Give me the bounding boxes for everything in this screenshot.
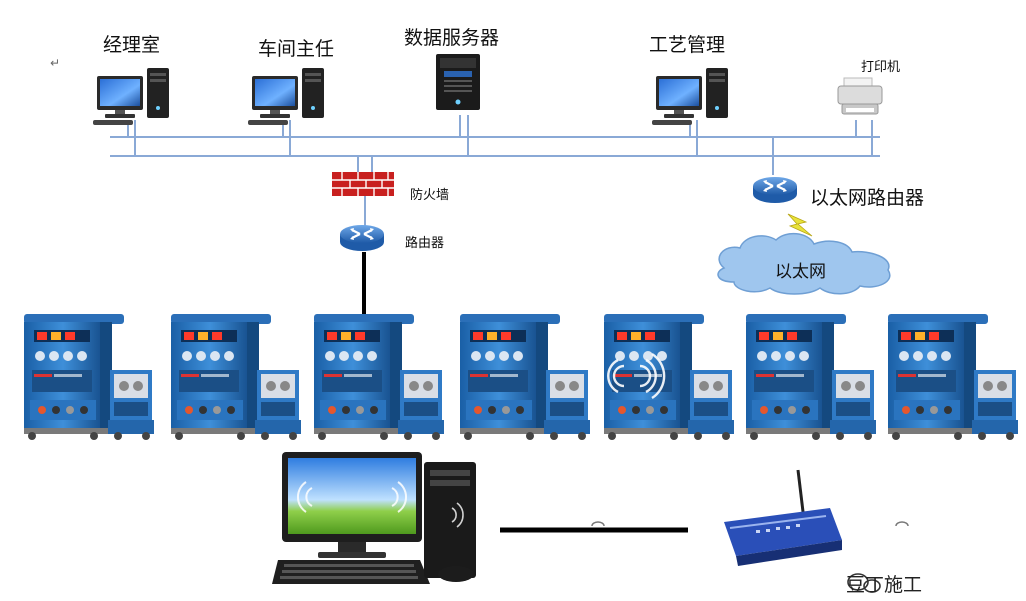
- lan-bus: [110, 115, 880, 175]
- firewall: [332, 172, 394, 196]
- ethernet-cloud-label: 以太网: [775, 262, 826, 282]
- welder-machine: [314, 314, 444, 440]
- signal-arc-icon: [895, 521, 909, 527]
- wireless-router: [724, 469, 842, 566]
- paragraph-mark: ↵: [50, 56, 61, 70]
- welder-machine: [746, 314, 876, 440]
- printer-label: 打印机: [861, 60, 901, 75]
- manager-label: 经理室: [103, 34, 161, 56]
- ethernet-router: [751, 175, 799, 205]
- workshop-director-pc: [248, 68, 324, 125]
- router-label: 路由器: [405, 236, 445, 251]
- lightning-icon: [787, 213, 813, 237]
- welder-machine: [604, 314, 734, 440]
- wireless-signal-icon: [607, 352, 666, 400]
- ethernet-cloud: [717, 232, 891, 295]
- workstation-pc: [272, 452, 476, 584]
- signal-arc-icon: [591, 521, 605, 527]
- firewall-label: 防火墙: [410, 188, 450, 203]
- watermark-logo-icon: [847, 573, 881, 593]
- printer: [837, 77, 883, 115]
- welder-machine: [460, 314, 590, 440]
- manager-pc: [93, 68, 169, 125]
- process-management-label: 工艺管理: [649, 34, 726, 56]
- data-server: [436, 54, 480, 110]
- data-server-label: 数据服务器: [404, 27, 500, 49]
- process-management-pc: [652, 68, 728, 125]
- welder-machine: [888, 314, 1018, 440]
- welder-machine: [171, 314, 301, 440]
- welder-machine: [24, 314, 154, 440]
- watermark-text: 豆丁施工: [846, 574, 923, 596]
- workshop-director-label: 车间主任: [258, 38, 335, 60]
- router: [338, 223, 386, 253]
- ethernet-router-label: 以太网路由器: [810, 187, 925, 209]
